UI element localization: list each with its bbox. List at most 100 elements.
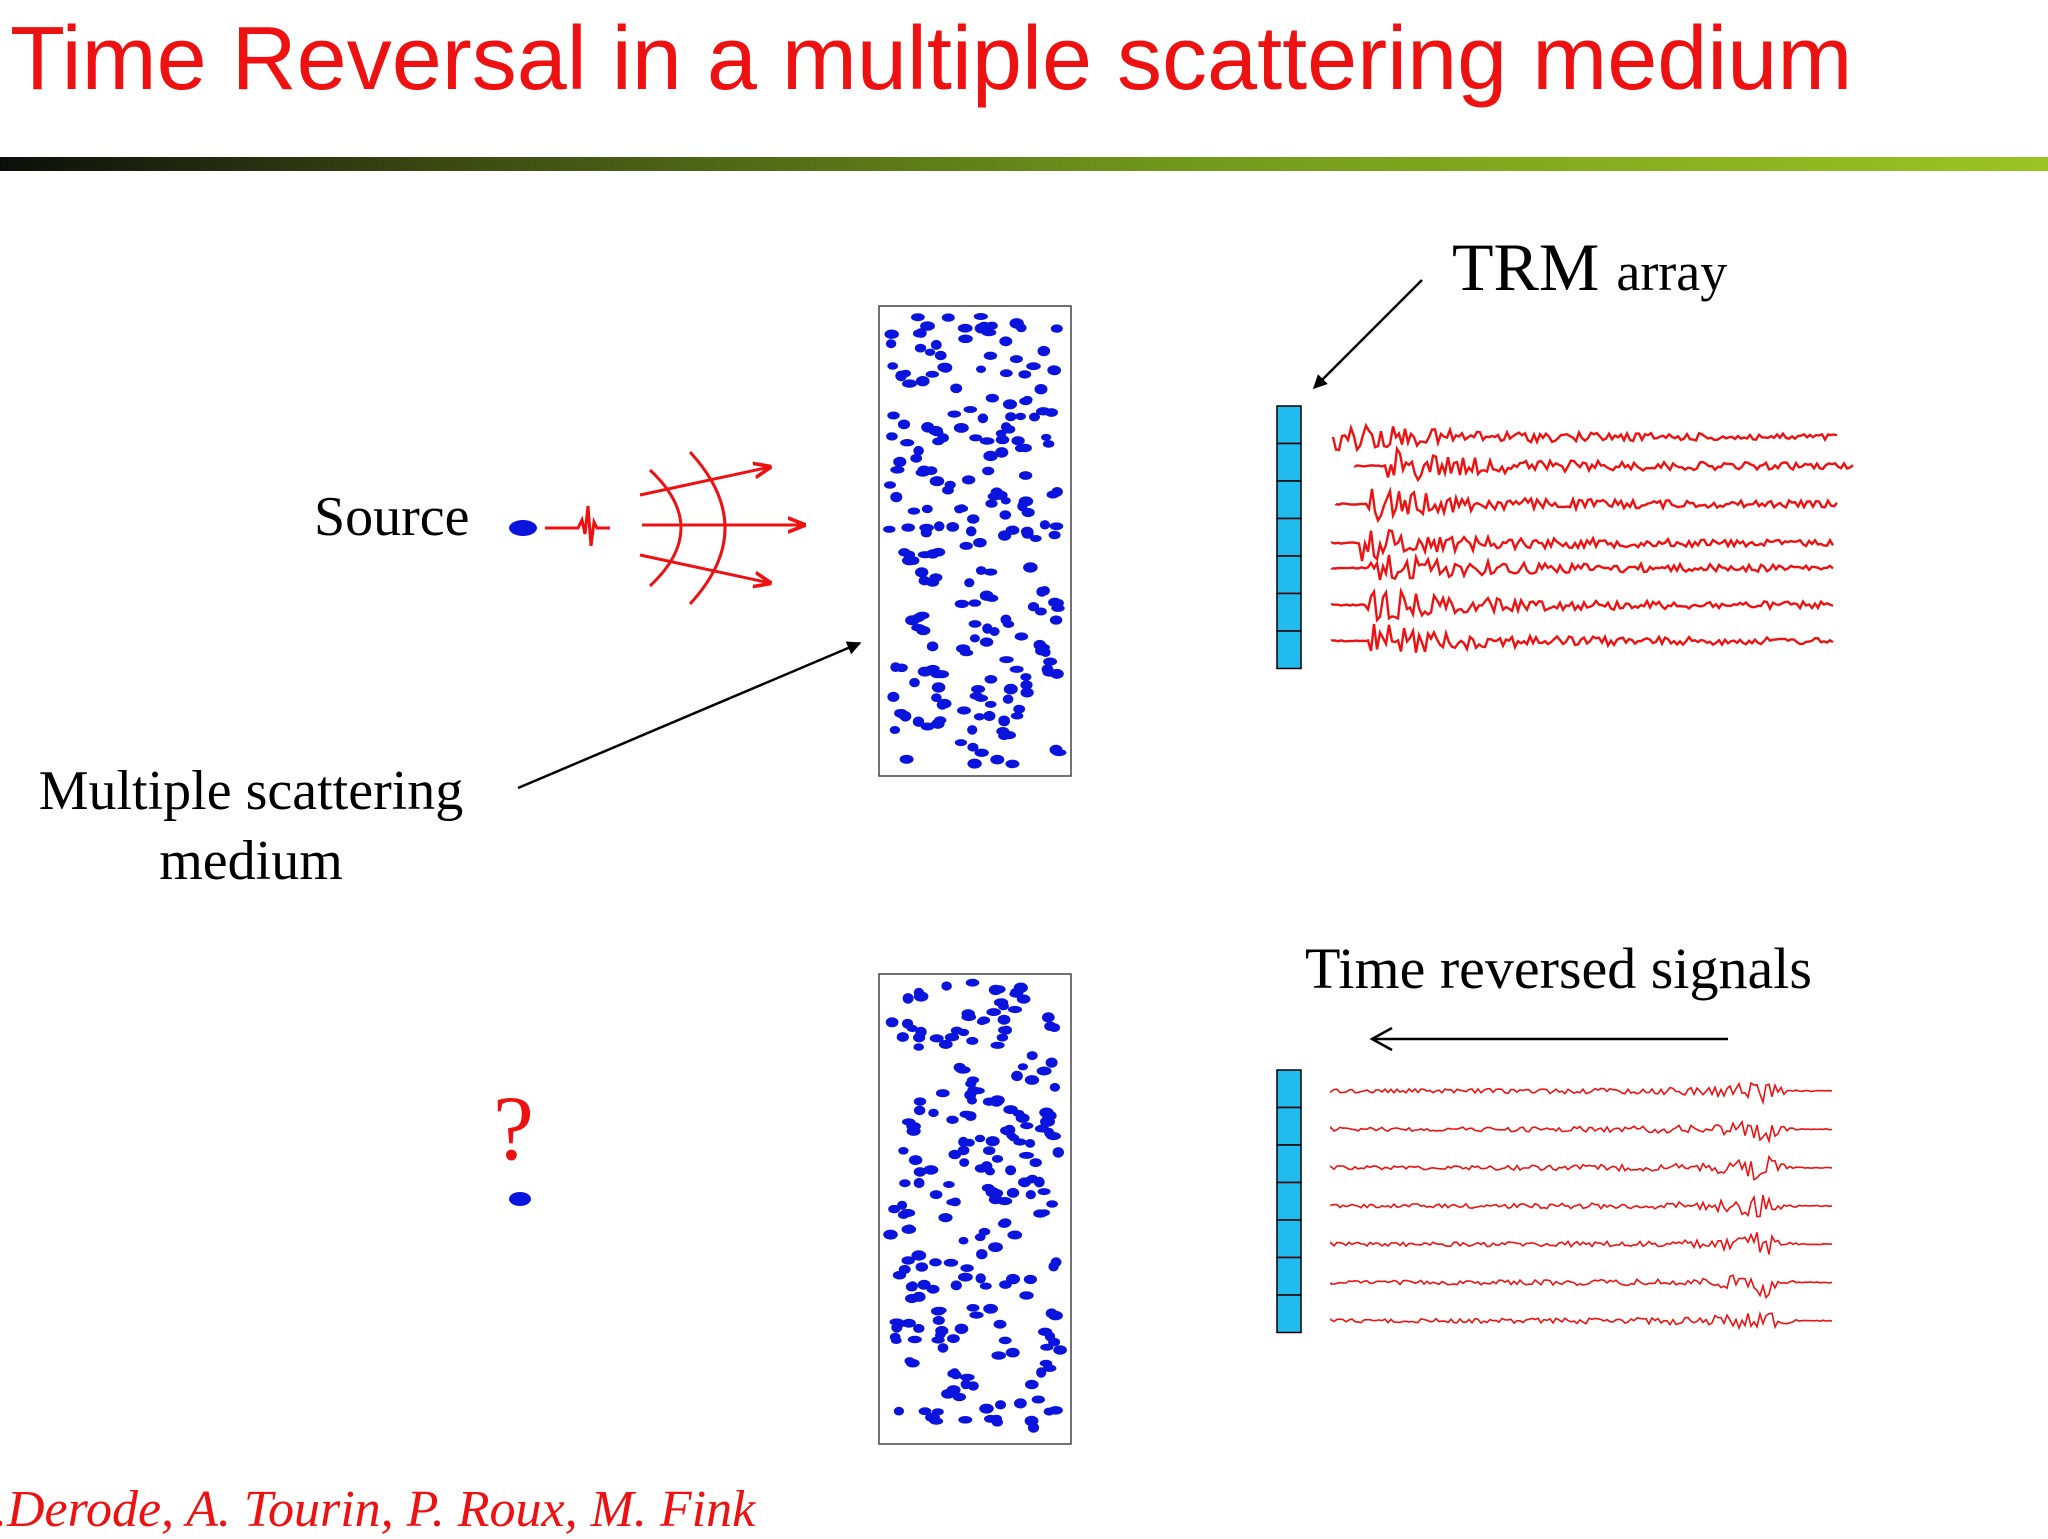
scatterer-dot (1023, 562, 1038, 573)
scatterer-dot (899, 1179, 911, 1188)
scatterer-dot (982, 466, 995, 476)
scatterer-dot (958, 1136, 969, 1147)
scatterer-dot (888, 1204, 901, 1214)
scatterer-dot (1041, 1012, 1055, 1023)
scatterer-dot (1019, 1291, 1034, 1300)
title-underline-bar (0, 157, 2048, 171)
scatterer-dot (1044, 408, 1058, 417)
scatterer-dot (1029, 1158, 1042, 1168)
signal-trace (1330, 528, 1835, 562)
scatterer-dot (934, 1331, 946, 1339)
time-reversed-signals (1330, 1081, 1833, 1331)
scatterer-dot (991, 1351, 1006, 1360)
scatterer-dot (1037, 1188, 1051, 1196)
scatterer-dot (955, 1066, 971, 1074)
scatterer-dot (1009, 990, 1022, 998)
scatterer-dot (1025, 1139, 1036, 1148)
scatterer-dot (1003, 1105, 1018, 1115)
scatterer-dot (1017, 1063, 1028, 1071)
scatterer-dot (998, 1336, 1012, 1345)
scatterer-dot (930, 339, 942, 350)
scatterer-dot (997, 1197, 1013, 1206)
direction-arrow-left (1369, 1026, 1728, 1052)
pulse-icon (545, 505, 610, 547)
scatterer-dot (978, 321, 990, 330)
scatterer-dot (958, 1272, 973, 1282)
scatterer-dot (1033, 639, 1047, 651)
scatterer-dot (1005, 759, 1020, 769)
scatterer-dot (967, 725, 978, 735)
scatterer-dot (966, 1304, 980, 1312)
scatterer-dot (898, 1264, 911, 1274)
signal-trace (1330, 1154, 1833, 1181)
scatterer-dot (883, 525, 896, 533)
scatterer-dot (899, 754, 914, 764)
scatterer-dot (1022, 395, 1033, 404)
scatterer-dot (996, 727, 1010, 736)
trm-element (1276, 480, 1302, 520)
scatterer-dot (999, 336, 1013, 347)
pointer-arrow-trm (1313, 279, 1423, 389)
scatterer-dot (931, 682, 946, 693)
scatterer-dot (1009, 665, 1024, 673)
scatterer-dot (993, 998, 1009, 1007)
scattering-medium-top (878, 305, 1072, 777)
scatterer-dot (929, 1258, 942, 1267)
scatterer-dot (911, 313, 925, 322)
scatterer-dot (985, 499, 998, 508)
scatterer-dot (1010, 712, 1024, 720)
scatterer-dot (984, 700, 997, 708)
scatterer-dot (1014, 1398, 1027, 1409)
scatterer-dot (887, 691, 900, 703)
scatterer-dot (954, 1323, 969, 1335)
scatterer-dot (965, 978, 980, 987)
scatterer-dot (906, 1126, 921, 1136)
scatterer-dot (1039, 1359, 1053, 1367)
scatterer-dot (954, 599, 969, 609)
scatterer-dot (976, 1249, 988, 1260)
scatterer-dot (1036, 1066, 1052, 1076)
scatterer-dot (1025, 1175, 1037, 1184)
scatterer-dot (941, 981, 952, 991)
trm-element (1276, 1181, 1302, 1221)
scatterer-dot (1020, 687, 1034, 698)
signal-trace (1330, 1119, 1833, 1145)
scatterer-dot (999, 1280, 1012, 1289)
scatterer-dot (884, 329, 899, 339)
scatterer-dot (988, 1242, 1003, 1252)
scatterer-dot (931, 1306, 946, 1316)
scatterer-dot (929, 1190, 943, 1200)
scatterer-dot (1013, 704, 1026, 714)
scatterer-dot (1051, 598, 1064, 608)
scatterer-dot (1019, 1151, 1034, 1159)
scatterer-dot (1013, 982, 1028, 994)
scatterer-dot (913, 445, 924, 456)
scatterer-dot (1015, 412, 1026, 421)
scatterer-dot (1041, 1110, 1057, 1121)
scatterer-dot (1002, 399, 1018, 410)
scatterer-dot (961, 1009, 975, 1019)
scatterer-dot (976, 365, 986, 373)
scatterer-dot (981, 328, 997, 337)
scatterer-dot (1052, 1147, 1065, 1158)
scatterer-dot (934, 350, 947, 361)
scatterer-dot (1011, 1070, 1023, 1082)
scatterer-dot (991, 1414, 1003, 1423)
scatterer-dot (887, 362, 899, 370)
trm-element (1276, 630, 1302, 670)
scatterer-dot (971, 685, 986, 694)
scatterer-dot (929, 1417, 944, 1425)
scatterer-dot (1049, 744, 1063, 755)
trm-element (1276, 517, 1302, 557)
scatterer-dot (1006, 1187, 1020, 1198)
scatterer-dot (966, 1036, 979, 1045)
signal-trace (1330, 1081, 1833, 1106)
scatterer-dot (1014, 632, 1029, 641)
scatterer-dot (1048, 1023, 1060, 1032)
signal-trace (1330, 1232, 1833, 1255)
trm-element (1276, 592, 1302, 632)
scatterer-dot (915, 376, 930, 387)
trm-element (1276, 1294, 1302, 1334)
scatterer-dot (929, 476, 945, 487)
scatterer-dot (913, 1043, 924, 1051)
